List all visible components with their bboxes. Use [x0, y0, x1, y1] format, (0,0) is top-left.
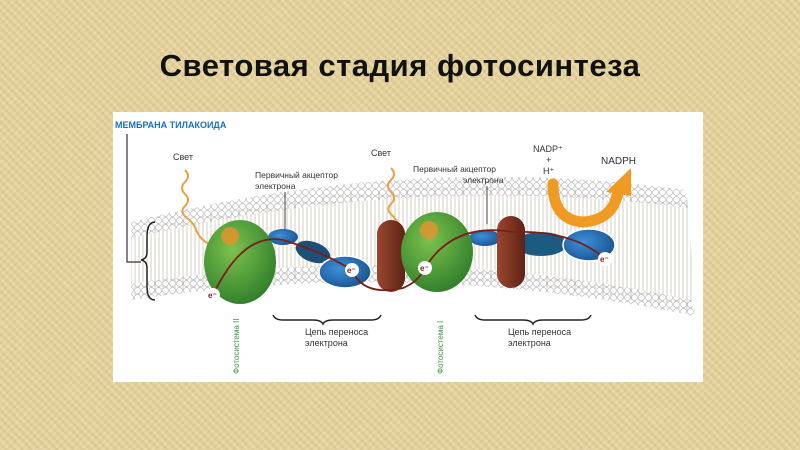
reaction-center-icon: [221, 227, 239, 245]
cytochrome-complex: [377, 220, 405, 292]
svg-text:e⁻: e⁻: [420, 264, 429, 273]
photosystem-2-label: Фотосистема II: [232, 319, 241, 375]
reaction-center-icon: [420, 221, 438, 239]
light-label: Свет: [371, 148, 391, 158]
chain-label: электрона: [508, 338, 551, 348]
svg-text:e⁻: e⁻: [208, 291, 217, 300]
cytochrome-complex: [497, 216, 525, 288]
light-wave-icon: [181, 169, 210, 245]
chain-brace: [474, 314, 592, 326]
svg-text:e⁻: e⁻: [600, 255, 609, 264]
nadph-arrow-icon: [547, 178, 624, 228]
photosystem-1-label: Фотосистема I: [436, 321, 445, 374]
nadph-label: NADPH: [601, 156, 636, 167]
acceptor-label: электрона: [255, 181, 296, 191]
membrane-label: МЕМБРАНА ТИЛАКОИДА: [115, 120, 227, 130]
chain-label: Цепь переноса: [508, 327, 571, 337]
electron: e⁻: [598, 252, 612, 266]
photosystem-2: [204, 220, 276, 304]
nadp-label: NADP⁺: [533, 144, 563, 154]
carrier-protein: [469, 230, 501, 246]
plus-label: +: [546, 155, 551, 165]
light-label: Свет: [173, 152, 193, 162]
arrow-head-icon: [606, 168, 631, 196]
acceptor-label: Первичный акцептор: [255, 170, 338, 180]
carrier-protein: [268, 229, 298, 245]
carrier-protein: [318, 255, 372, 289]
membrane-brace: [140, 221, 156, 301]
chain-brace: [272, 314, 382, 326]
thylakoid-membrane-diagram: МЕМБРАНА ТИЛАКОИДА Свет Свет Первичный а…: [113, 112, 703, 382]
chain-label: Цепь переноса: [305, 327, 368, 337]
carrier-protein: [515, 232, 567, 256]
chain-label: электрона: [305, 338, 348, 348]
acceptor-label: электрона: [463, 175, 504, 185]
electron-path-arrow: [212, 229, 606, 296]
electron: e⁻: [206, 288, 220, 302]
electron-carriers: [268, 228, 616, 289]
h-ion-label: H⁺: [543, 166, 554, 176]
electron: e⁻: [418, 261, 432, 275]
svg-text:e⁻: e⁻: [347, 266, 356, 275]
acceptor-label: Первичный акцептор: [413, 164, 496, 174]
slide-title: Световая стадия фотосинтеза: [159, 48, 641, 83]
electron: e⁻: [345, 263, 359, 277]
label-leader-line: [126, 134, 141, 263]
